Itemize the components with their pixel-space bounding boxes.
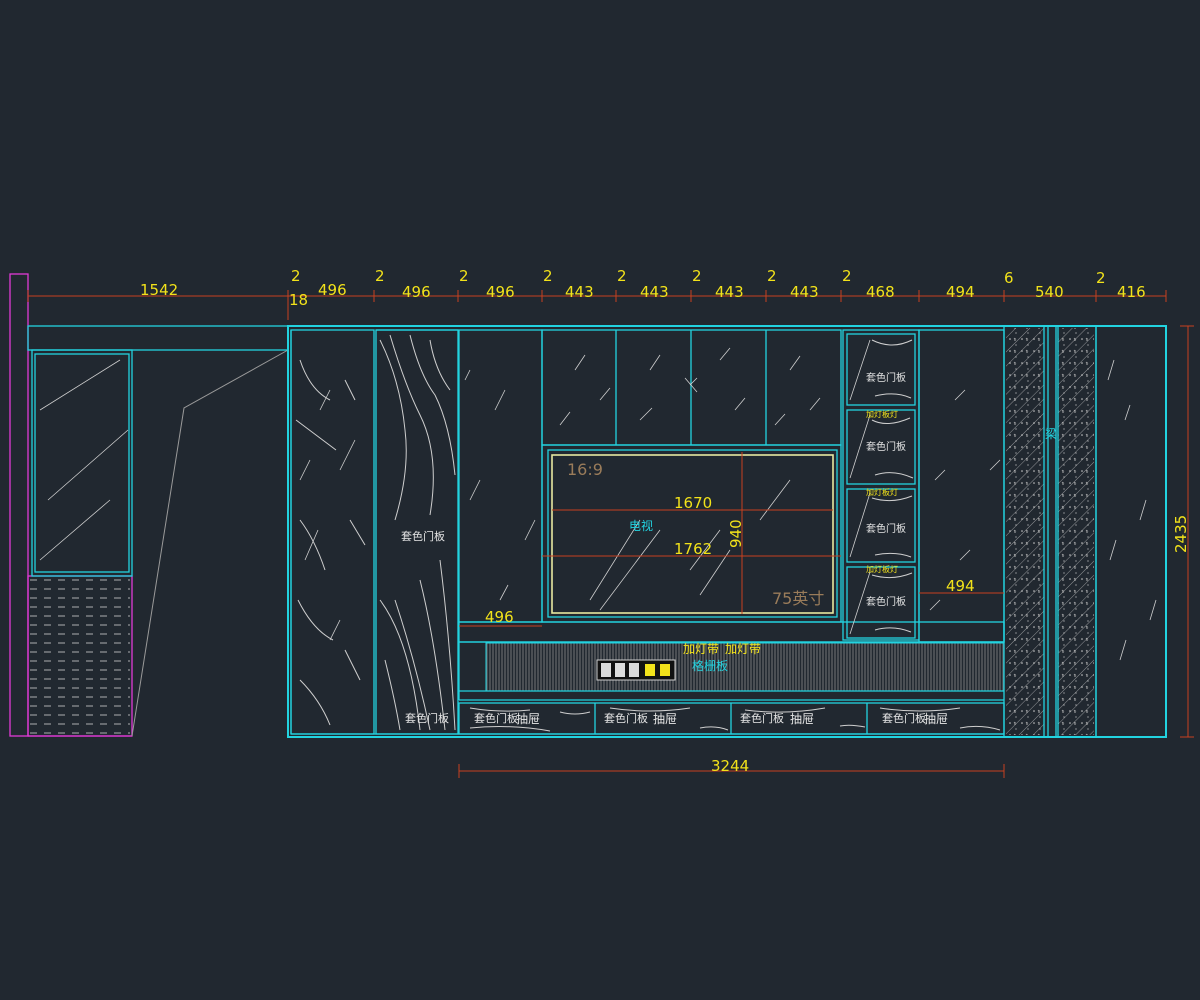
shelf-door-4: 套色门板 — [866, 595, 906, 608]
dim-443-d: 443 — [790, 283, 819, 301]
shelf-door-2: 套色门板 — [866, 440, 906, 453]
wood-door-panel-2 — [375, 329, 459, 735]
left-wall — [9, 273, 289, 737]
right-shelf-dim: 494 — [946, 577, 975, 595]
grille-label: 格栅板 — [692, 658, 728, 673]
dim-gap-7: 2 — [767, 267, 777, 285]
dim-443-c: 443 — [715, 283, 744, 301]
drawer-label-4: 抽屉 — [924, 712, 948, 726]
tv-inner-width: 1670 — [674, 494, 712, 512]
shelf-light-3: 加灯板灯 — [866, 564, 898, 574]
shelf-light-2: 加灯板灯 — [866, 487, 898, 497]
tv-outer-width: 1762 — [674, 540, 712, 558]
glass-panel-right — [918, 329, 1005, 643]
drawer-label-2: 抽屉 — [653, 712, 677, 726]
beam-label: 梁 — [1045, 426, 1057, 441]
dim-540: 540 — [1035, 283, 1064, 301]
dim-gap-5: 2 — [617, 267, 627, 285]
dim-496-b: 496 — [402, 283, 431, 301]
tv-niche — [541, 444, 842, 623]
shelf-dimension-lines — [459, 592, 1004, 627]
drawer-door-2: 套色门板 — [604, 711, 648, 725]
dim-gap-2: 2 — [375, 267, 385, 285]
dim-443-b: 443 — [640, 283, 669, 301]
bottom-total-dimension — [458, 764, 1005, 778]
tv-aspect-label: 16:9 — [567, 460, 603, 479]
left-shelf-dim: 496 — [485, 608, 514, 626]
glass-panel-left-1 — [290, 329, 375, 735]
drawer-label-1: 抽屉 — [516, 712, 540, 726]
right-height-dimension — [1180, 325, 1194, 738]
shelf-door-1: 套色门板 — [866, 371, 906, 384]
shelf-door-3: 套色门板 — [866, 522, 906, 535]
light-strip-label-1: 加灯带 — [683, 642, 719, 656]
door-panel-label: 套色门板 — [401, 529, 445, 543]
dim-494: 494 — [946, 283, 975, 301]
upper-cabinet-doors — [541, 329, 842, 446]
dim-468: 468 — [866, 283, 895, 301]
socket-panel — [596, 659, 676, 681]
dim-gap-1: 2 — [291, 267, 301, 285]
dim-top-offset: 18 — [289, 291, 308, 309]
drawer-door-4: 套色门板 — [882, 711, 926, 725]
tv-size-label: 75英寸 — [772, 589, 824, 608]
shelf-light-1: 加灯板灯 — [866, 409, 898, 419]
drawer-door-1: 套色门板 — [474, 711, 518, 725]
drawer-label-3: 抽屉 — [790, 712, 814, 726]
dim-416: 416 — [1117, 283, 1146, 301]
dim-gap-3: 2 — [459, 267, 469, 285]
concrete-beam — [1003, 325, 1097, 738]
drawer-door-3: 套色门板 — [740, 711, 784, 725]
dim-gap-4: 2 — [543, 267, 553, 285]
right-height-label: 2435 — [1172, 515, 1190, 553]
dim-496-a: 496 — [318, 281, 347, 299]
tv-label: 电视 — [629, 518, 653, 533]
tv-dimension-lines — [542, 452, 841, 614]
dim-gap-6: 2 — [692, 267, 702, 285]
dim-gap-9: 6 — [1004, 269, 1014, 287]
tv-height: 940 — [727, 519, 745, 548]
glass-panel-3 — [458, 329, 543, 623]
glass-panel-far-right — [1095, 325, 1167, 738]
light-strip-label-2: 加灯带 — [725, 642, 761, 656]
dim-1542: 1542 — [140, 281, 178, 299]
bottom-total-label: 3244 — [711, 757, 749, 775]
dim-443-a: 443 — [565, 283, 594, 301]
top-dimension-chain — [27, 290, 1167, 320]
dim-gap-10: 2 — [1096, 269, 1106, 287]
dim-496-c: 496 — [486, 283, 515, 301]
door-panel-label-bottom: 套色门板 — [405, 711, 449, 725]
lower-console — [458, 621, 1005, 701]
dim-gap-8: 2 — [842, 267, 852, 285]
